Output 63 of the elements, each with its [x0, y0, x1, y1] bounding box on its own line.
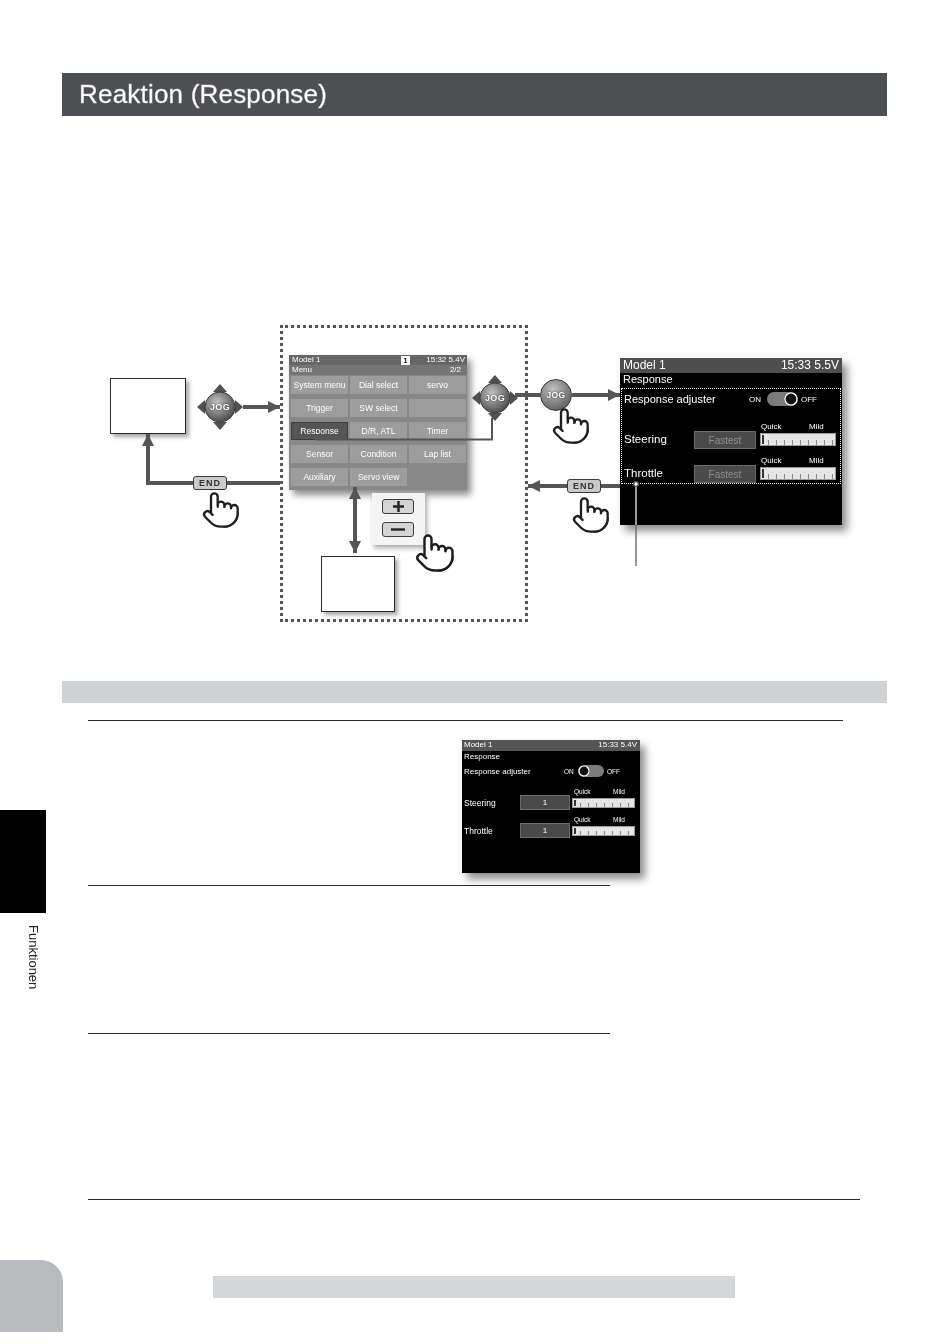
setting-label: Response adjuster: [464, 767, 531, 777]
double-arrow: [349, 487, 361, 553]
scale-label: Mild: [809, 422, 824, 432]
chapter-tab: [0, 810, 46, 913]
arrow: [528, 480, 567, 492]
menu-item: Trigger: [291, 399, 348, 417]
screen-title: Menu: [292, 365, 312, 375]
settings-area: [621, 388, 841, 484]
section-heading-band: [62, 681, 887, 703]
empty-box: [110, 378, 186, 434]
arrow: [243, 401, 280, 413]
menu-item: D/R, ATL: [350, 422, 407, 440]
end-button: END: [567, 479, 601, 493]
jog-dial: JOG: [472, 375, 518, 421]
value-field: 1: [520, 823, 570, 838]
jog-dial: JOG: [197, 384, 243, 430]
setting-label: Steering: [464, 798, 496, 809]
status-text: 15:33 5.4V: [598, 740, 637, 750]
model-name: Model 1: [464, 740, 493, 750]
value-field: 1: [520, 795, 570, 810]
end-button: END: [193, 476, 227, 490]
menu-item: SW select: [350, 399, 407, 417]
menu-item: Lap list: [409, 445, 466, 463]
scale-label: Quick: [761, 456, 782, 466]
setting-label: Throttle: [624, 467, 663, 481]
status-text: 15:32 5.4V: [426, 355, 465, 365]
model-name: Model 1: [623, 358, 666, 373]
page-title: Reaktion (Response): [79, 79, 328, 110]
value-field: Fastest: [694, 465, 756, 483]
menu-item: servo: [409, 376, 466, 394]
lcd-screen: [620, 358, 842, 525]
leader-line: [633, 481, 639, 567]
jog-button: JOG: [540, 379, 572, 411]
connector-line: [227, 481, 280, 485]
switch-label: ON: [749, 395, 761, 405]
empty-box: [321, 556, 395, 612]
menu-screen: [289, 355, 467, 490]
page-indicator: 2/2: [449, 365, 461, 375]
chapter-label: Funktionen: [26, 925, 41, 990]
menu-item: Auxiliary: [291, 468, 348, 486]
menu-item: Condition: [350, 445, 407, 463]
setting-label: Response adjuster: [624, 393, 716, 407]
menu-item: Servo view: [350, 468, 407, 486]
value-field: Fastest: [694, 431, 756, 449]
connector-line: [515, 393, 540, 397]
connector-line: [601, 484, 620, 488]
status-text: 15:33 5.5V: [780, 358, 839, 373]
menu-item: Response: [291, 422, 348, 440]
setting-label: Steering: [624, 433, 667, 447]
arrow: [142, 434, 193, 485]
arrow: [572, 389, 620, 401]
screen-title: Response: [464, 752, 501, 762]
screen-title: Response: [623, 373, 673, 387]
menu-item: Sensor: [291, 445, 348, 463]
scale-label: Quick: [761, 422, 782, 432]
switch-label: OFF: [801, 395, 817, 405]
menu-item: Dial select: [350, 376, 407, 394]
setting-label: Throttle: [464, 826, 493, 837]
lcd-screen: [462, 740, 640, 873]
menu-item: Timer: [409, 422, 466, 440]
menu-item: System menu: [291, 376, 348, 394]
model-name: Model 1: [292, 355, 321, 365]
scale-label: Mild: [809, 456, 824, 466]
